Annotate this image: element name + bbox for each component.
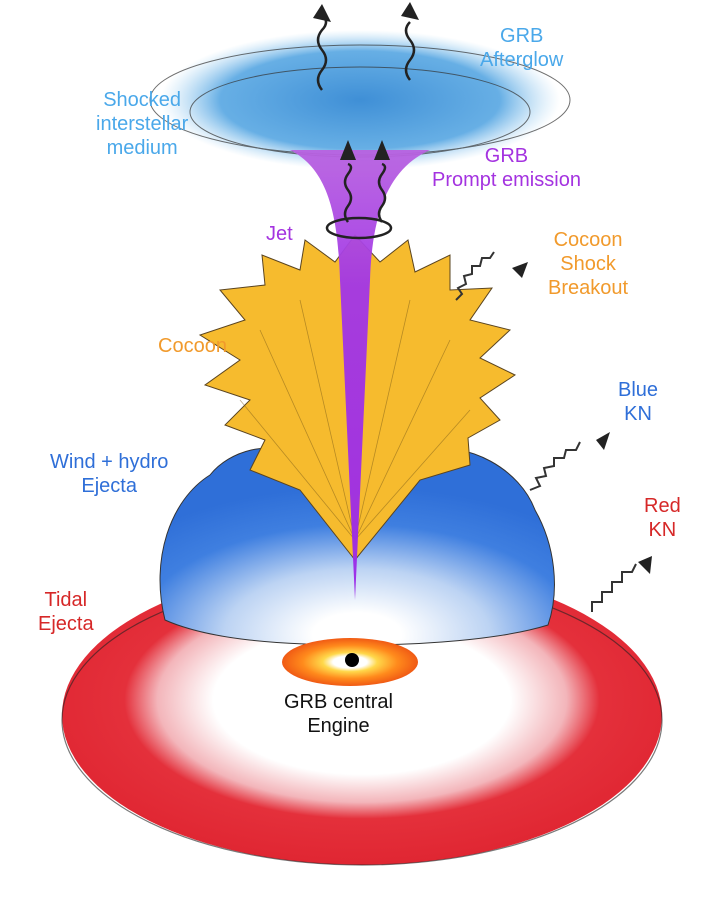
label-cocoon-shock-breakout: Cocoon Shock Breakout [548, 229, 629, 299]
arrowhead-icon [374, 140, 390, 160]
label-blue-kn: Blue KN [618, 379, 659, 425]
cocoon-streak [239, 399, 356, 541]
label-wind-hydro-ejecta: Wind + hydro Ejecta [50, 451, 169, 497]
shocked-ism-cloud [160, 30, 560, 170]
arrowhead-icon [596, 432, 610, 450]
label-red-kn: Red KN [644, 495, 681, 541]
jet-body [290, 150, 430, 600]
arrowhead-icon [512, 262, 528, 278]
prompt-emission-arrow [377, 162, 387, 223]
cocoon-streak [354, 409, 471, 541]
afterglow-arrow [316, 13, 328, 91]
cocoon-breakout-arrow [455, 251, 495, 301]
prompt-emission-arrow [343, 162, 353, 223]
cocoon-streak [354, 339, 451, 541]
arrowhead-icon [340, 140, 356, 160]
label-jet: Jet [266, 223, 293, 245]
tidal-ejecta-torus [62, 565, 662, 865]
black-hole-icon [345, 653, 359, 667]
red-kn-arrow [591, 563, 637, 612]
label-grb-afterglow: GRB Afterglow [480, 25, 564, 71]
label-grb-prompt: GRB Prompt emission [432, 145, 581, 191]
label-grb-central-engine: GRB central Engine [284, 691, 393, 737]
label-shocked-ism: Shocked interstellar medium [96, 89, 189, 159]
arrowhead-icon [313, 4, 331, 22]
label-tidal-ejecta: Tidal Ejecta [38, 589, 94, 635]
cocoon-streak [259, 329, 356, 541]
label-cocoon: Cocoon [158, 335, 227, 357]
cocoon-streak [354, 299, 411, 541]
arrowhead-icon [638, 556, 652, 574]
blue-kn-arrow [529, 441, 581, 491]
afterglow-arrow [404, 21, 416, 81]
cocoon-streak [299, 299, 356, 541]
arrowhead-icon [401, 2, 419, 20]
jet-ring [325, 216, 393, 240]
